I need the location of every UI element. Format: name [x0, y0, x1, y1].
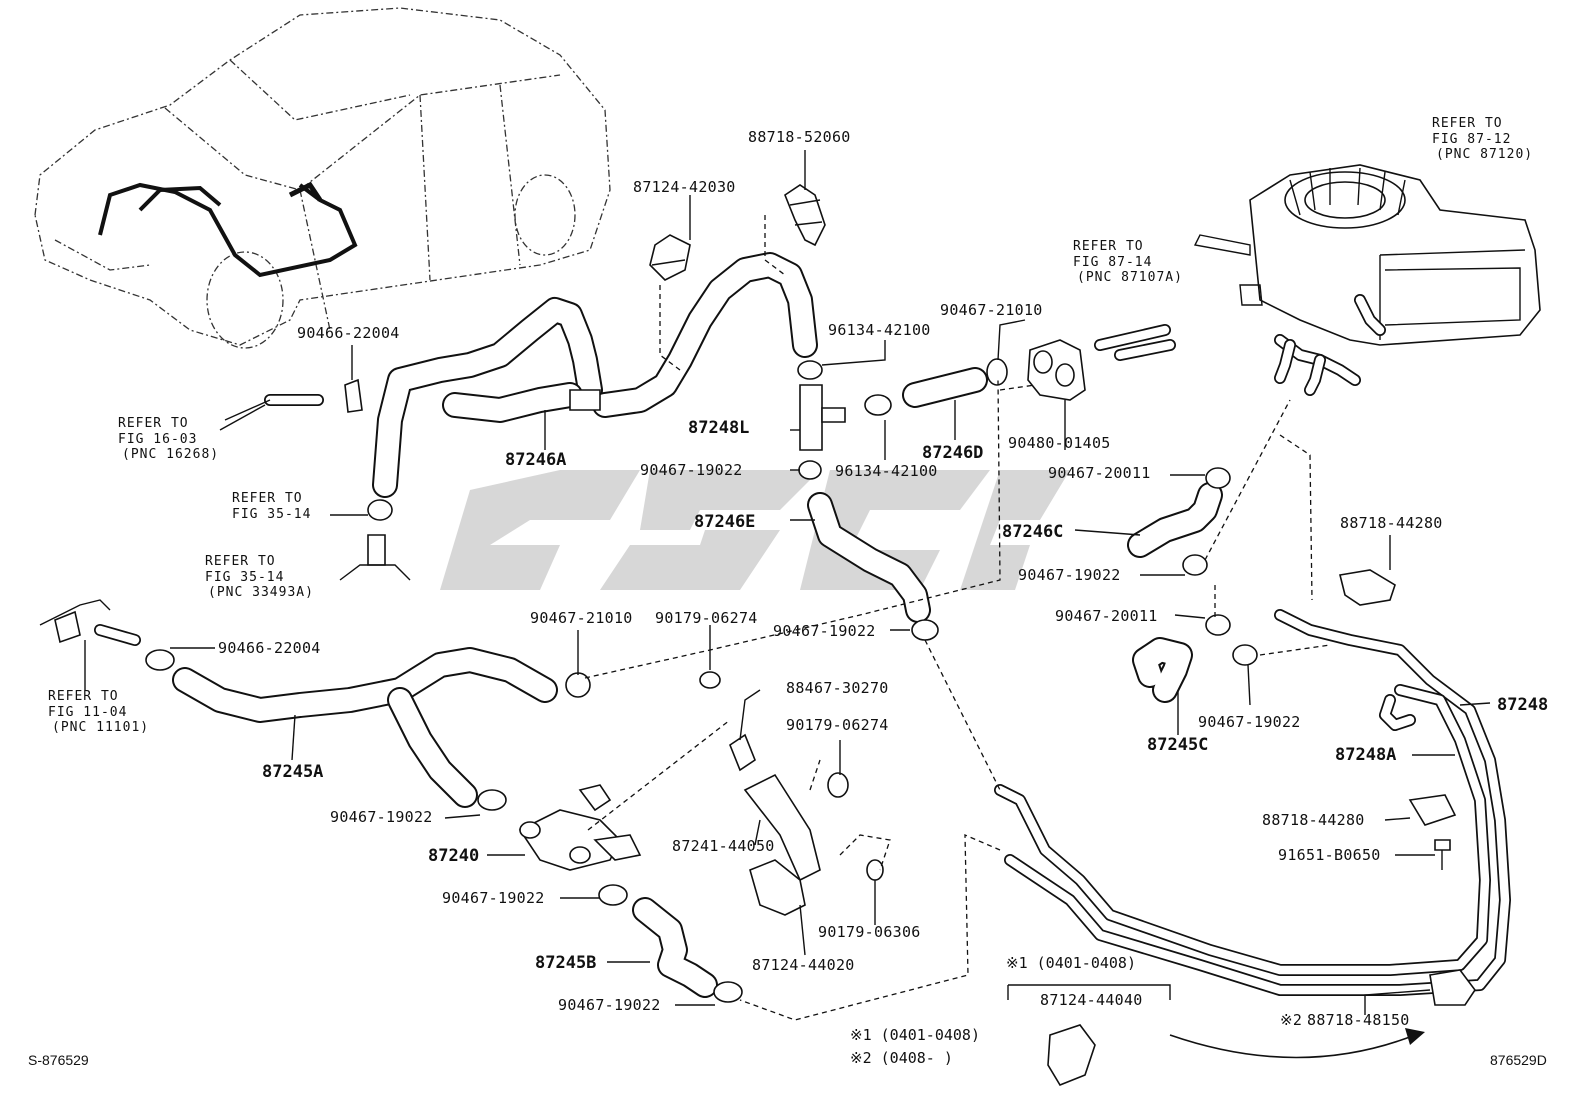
clamp-88718-48150-shape	[1429, 969, 1476, 1006]
pipes-87107A	[1094, 324, 1176, 361]
label-87241-44050: 87241-44050	[672, 837, 775, 855]
label-87240: 87240	[428, 846, 479, 866]
label-90466-22004-low: 90466-22004	[218, 639, 321, 657]
ref-87-14-line2: FIG 87-14	[1073, 255, 1152, 270]
pipe-87248	[994, 609, 1511, 996]
hose-87246D	[902, 367, 988, 408]
note-variant1-top: ※1 (0401-0408)	[1006, 954, 1136, 972]
label-87246D: 87246D	[922, 443, 983, 463]
label-87248A: 87248A	[1335, 745, 1396, 765]
label-87248L: 87248L	[688, 418, 749, 438]
note-variant1: ※1 (0401-0408)	[850, 1026, 980, 1044]
ref-11-04-line3: (PNC 11101)	[52, 720, 149, 735]
label-88718-44280-a: 88718-44280	[1340, 514, 1443, 532]
ref-16-03-line1: REFER TO	[118, 416, 189, 431]
hose-upper-right	[592, 252, 818, 418]
hose-87245C	[1132, 637, 1193, 703]
tee-87248L-shape	[569, 384, 846, 451]
ref-35-14b-line3: (PNC 33493A)	[208, 585, 314, 600]
label-88718-44280-b: 88718-44280	[1262, 811, 1365, 829]
label-91651-B0650: 91651-B0650	[1278, 846, 1381, 864]
diagram-code-right: 876529D	[1490, 1052, 1547, 1068]
label-90467-19022-f: 90467-19022	[442, 889, 545, 907]
ref-35-14b-line2: FIG 35-14	[205, 570, 284, 585]
label-90480-01405: 90480-01405	[1008, 434, 1111, 452]
clamp-88718-52060-shape	[784, 184, 826, 247]
ref-16-03-line2: FIG 16-03	[118, 432, 197, 447]
arrow-variant	[1169, 1028, 1425, 1059]
bolt-91651-shape	[1434, 839, 1451, 870]
label-87246E: 87246E	[694, 512, 755, 532]
reference-notes: REFER TO FIG 16-03 (PNC 16268) REFER TO …	[48, 116, 1533, 735]
label-90179-06274-a: 90179-06274	[655, 609, 758, 627]
engine-11101	[39, 599, 141, 646]
label-90466-22004-top: 90466-22004	[297, 324, 400, 342]
label-90179-06306: 90179-06306	[818, 923, 921, 941]
label-87124-42030: 87124-42030	[633, 178, 736, 196]
cable-87241-shape	[729, 733, 821, 882]
label-90467-20011-a: 90467-20011	[1048, 464, 1151, 482]
grommet-90480-01405-shape	[1027, 339, 1086, 401]
label-90467-19022-b: 90467-19022	[1018, 566, 1121, 584]
bracket-87124-44020-shape	[749, 859, 806, 916]
label-87246A: 87246A	[505, 450, 566, 470]
label-88718-48150: 88718-48150	[1307, 1011, 1410, 1029]
label-96134-42100-b: 96134-42100	[835, 462, 938, 480]
label-mark-2: ※2	[1280, 1011, 1302, 1029]
pipe-16268	[224, 394, 324, 421]
label-87124-44020: 87124-44020	[752, 956, 855, 974]
clamp-88718-44280-shape	[1339, 569, 1457, 826]
label-90467-20011-b: 90467-20011	[1055, 607, 1158, 625]
hose-87246A	[372, 297, 603, 498]
ref-87-12-line3: (PNC 87120)	[1436, 147, 1533, 162]
ref-35-14b-line1: REFER TO	[205, 554, 276, 569]
valve-87240-shape	[518, 784, 642, 871]
labels: 88718-52060 87124-42030 90466-22004 9613…	[218, 128, 1548, 1029]
ref-87-14-line3: (PNC 87107A)	[1077, 270, 1183, 285]
label-87248: 87248	[1497, 695, 1548, 715]
label-90467-21010-top: 90467-21010	[940, 301, 1043, 319]
clip-90466-22004-shape	[344, 378, 363, 413]
label-90467-19022-g: 90467-19022	[558, 996, 661, 1014]
label-90467-19022-d: 90467-19022	[773, 622, 876, 640]
hose-87246E	[807, 492, 931, 623]
small-clamps	[145, 358, 1258, 1003]
outlet-33493A	[339, 534, 411, 581]
label-90467-19022-e: 90467-19022	[330, 808, 433, 826]
ref-87-14-line1: REFER TO	[1073, 239, 1144, 254]
label-90467-21010-low: 90467-21010	[530, 609, 633, 627]
hose-87246C	[1127, 482, 1223, 558]
label-90179-06274-b: 90179-06274	[786, 716, 889, 734]
footnotes: ※1 (0401-0408) ※1 (0401-0408) ※2 (0408- …	[28, 954, 1547, 1068]
ref-35-14-line1: REFER TO	[232, 491, 303, 506]
ref-87-12-line1: REFER TO	[1432, 116, 1503, 131]
leader-lines	[84, 150, 1491, 1021]
label-88718-52060: 88718-52060	[748, 128, 851, 146]
clamp-87124-42030-shape	[649, 234, 691, 281]
label-90467-19022-a: 90467-19022	[640, 461, 743, 479]
hose-87245A	[172, 647, 558, 808]
ref-35-14-line2: FIG 35-14	[232, 507, 311, 522]
hose-87245B	[632, 897, 718, 998]
ref-11-04-line1: REFER TO	[48, 689, 119, 704]
label-96134-42100-a: 96134-42100	[828, 321, 931, 339]
label-87245B: 87245B	[535, 953, 596, 973]
label-88467-30270: 88467-30270	[786, 679, 889, 697]
ref-11-04-line2: FIG 11-04	[48, 705, 127, 720]
vehicle-outline	[34, 7, 611, 349]
label-87245A: 87245A	[262, 762, 323, 782]
diagram-code-left: S-876529	[28, 1052, 89, 1068]
heater-unit	[1193, 164, 1541, 396]
note-variant2: ※2 (0408- )	[850, 1049, 953, 1067]
label-87124-44040: 87124-44040	[1040, 991, 1143, 1009]
ref-16-03-line3: (PNC 16268)	[122, 447, 219, 462]
label-90467-19022-c: 90467-19022	[1198, 713, 1301, 731]
label-87245C: 87245C	[1147, 735, 1208, 755]
label-87246C: 87246C	[1002, 522, 1063, 542]
ref-87-12-line2: FIG 87-12	[1432, 132, 1511, 147]
clamp-87124-44040-shape	[1047, 1024, 1096, 1086]
